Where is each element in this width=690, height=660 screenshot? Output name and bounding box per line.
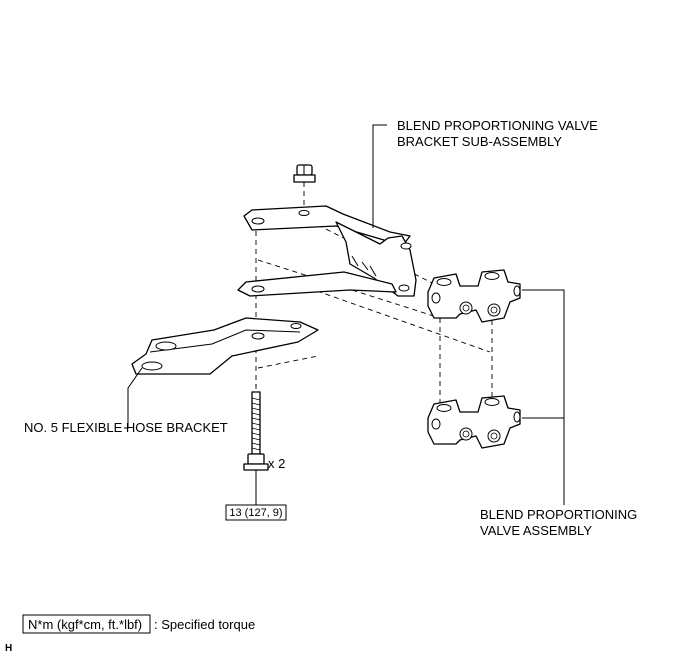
bolt [243, 391, 269, 471]
label-bracket-subassembly-line2: BRACKET SUB-ASSEMBLY [397, 134, 562, 149]
flexible-hose-bracket [131, 317, 319, 375]
torque-legend: N*m (kgf*cm, ft.*lbf) : Specified torque [22, 614, 255, 634]
valve-assembly-upper [427, 269, 521, 323]
legend-unit-box-text: N*m (kgf*cm, ft.*lbf) [28, 617, 142, 632]
valve-bracket-subassembly [237, 205, 417, 297]
label-valve-assembly-line2: VALVE ASSEMBLY [480, 523, 592, 538]
alignment-lines [255, 182, 493, 410]
label-flexible-hose-bracket: NO. 5 FLEXIBLE HOSE BRACKET [24, 420, 228, 435]
label-valve-assembly-line1: BLEND PROPORTIONING [480, 507, 637, 522]
label-bracket-subassembly-line1: BLEND PROPORTIONING VALVE [397, 118, 598, 133]
valve-assembly-lower [427, 395, 521, 449]
legend-description: : Specified torque [154, 617, 255, 632]
nut [293, 164, 316, 183]
corner-code: H [5, 643, 12, 654]
torque-value-box: 13 (127, 9) [225, 504, 287, 521]
leader-lines [124, 124, 565, 505]
torque-value: 13 (127, 9) [229, 507, 282, 519]
label-bolt-quantity: x 2 [268, 456, 285, 471]
